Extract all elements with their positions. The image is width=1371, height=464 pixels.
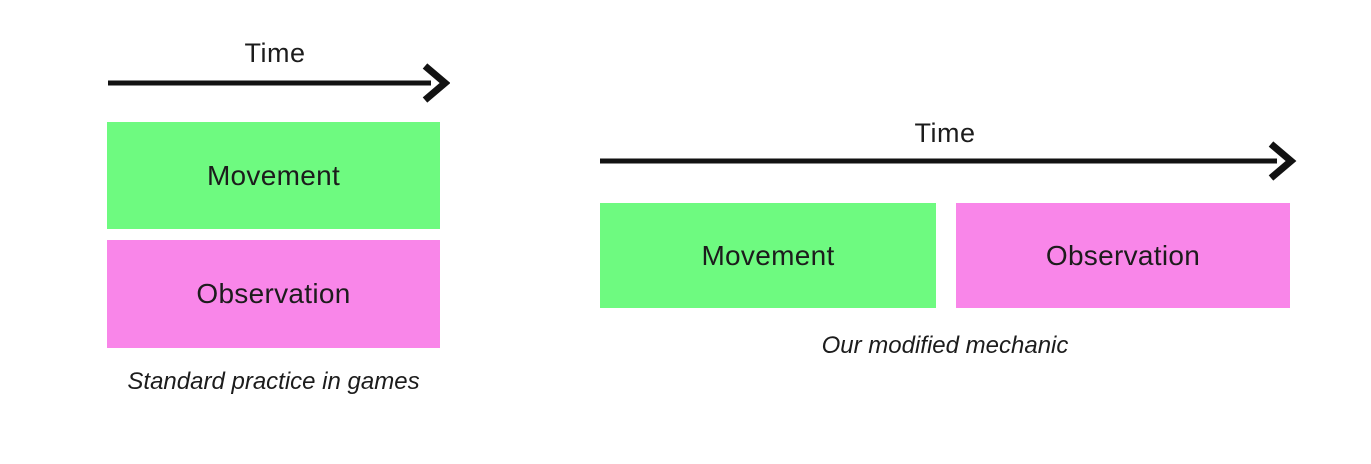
left-movement-box: Movement [107,122,440,229]
left-time-label: Time [244,38,306,68]
left-movement-label: Movement [206,159,341,191]
right-observation-box: Observation [956,203,1290,308]
right-movement-label: Movement [701,239,835,271]
right-movement-box: Movement [600,203,936,308]
right-time-arrow-icon [600,141,1297,181]
left-observation-box: Observation [107,240,440,348]
left-observation-label: Observation [196,278,351,309]
left-caption: Standard practice in games [127,368,420,395]
right-observation-label: Observation [1045,239,1201,271]
left-time-arrow-icon [108,63,450,103]
right-caption: Our modified mechanic [821,332,1069,359]
right-time-label: Time [914,118,976,148]
